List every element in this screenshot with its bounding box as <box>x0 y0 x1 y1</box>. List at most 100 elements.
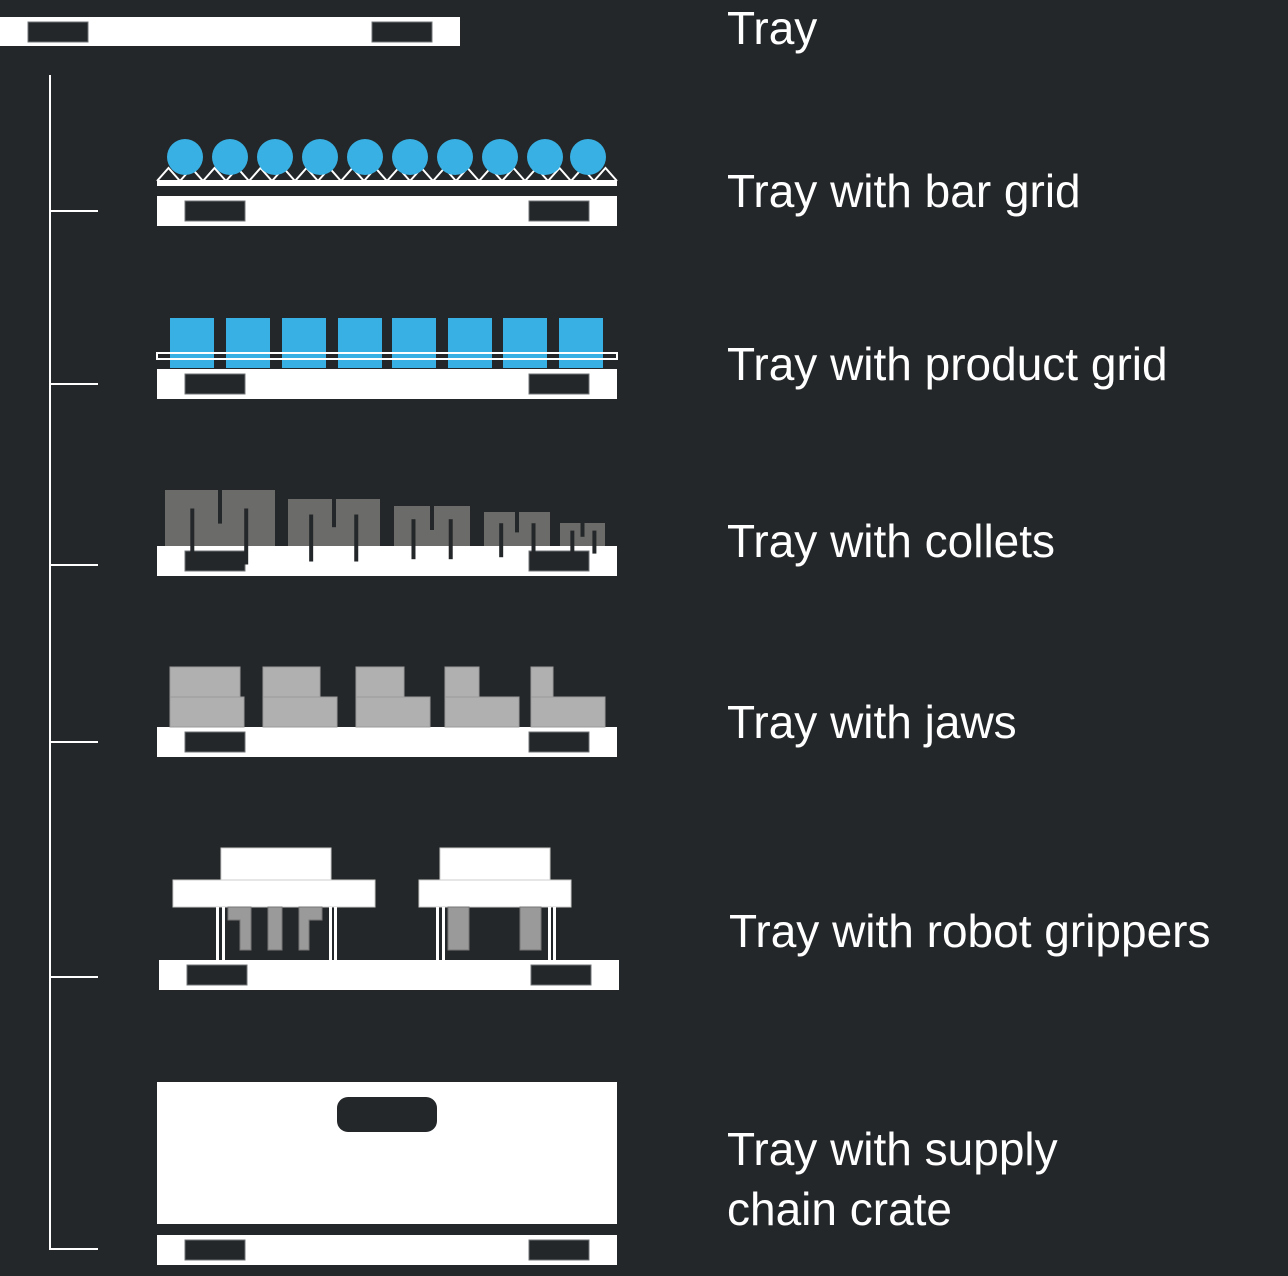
tray-slot <box>530 964 592 986</box>
tray-bases <box>157 196 619 1265</box>
gripper-flange <box>172 879 376 908</box>
tray-slot <box>184 200 246 222</box>
jaw-lower <box>355 696 431 728</box>
bar-grid-plate <box>157 180 617 186</box>
jaw-upper <box>355 666 405 698</box>
label-bar-grid: Tray with bar grid <box>727 165 1081 217</box>
label-jaws: Tray with jaws <box>727 696 1017 748</box>
bar-circle <box>392 139 428 175</box>
gripper-head <box>220 847 332 881</box>
collet-slot <box>515 512 519 533</box>
collet-slot <box>580 523 585 537</box>
jaw <box>262 666 338 728</box>
collet <box>484 512 550 558</box>
gripper-leg <box>442 907 445 960</box>
gripper-finger <box>267 906 283 951</box>
gripper-leg <box>548 907 551 960</box>
jaw <box>530 666 606 728</box>
bar-circle <box>257 139 293 175</box>
tray-slot <box>528 200 590 222</box>
product-grid <box>156 318 618 368</box>
jaw <box>444 666 520 728</box>
bar-circle <box>482 139 518 175</box>
robot-grippers <box>172 847 572 960</box>
collet-slot <box>218 490 222 524</box>
gripper-finger <box>447 906 470 951</box>
collet <box>288 499 380 562</box>
tray-base <box>157 369 617 399</box>
tray-slot <box>184 731 246 753</box>
bar-circle <box>212 139 248 175</box>
collet-slot <box>309 514 314 562</box>
tray-slot <box>186 964 248 986</box>
tray-base <box>157 727 617 757</box>
gripper-leg <box>329 907 332 960</box>
tray-slot <box>528 550 590 572</box>
collet <box>394 506 470 560</box>
bar-grid <box>156 139 618 186</box>
gripper-leg <box>222 907 225 960</box>
jaw-lower <box>262 696 338 728</box>
product-grid-rail <box>156 352 618 360</box>
product-square <box>392 318 436 368</box>
gripper-leg <box>216 907 219 960</box>
tray-slot <box>184 1239 246 1261</box>
label-tray: Tray <box>727 2 817 54</box>
label-collets: Tray with collets <box>727 515 1055 567</box>
gripper-head <box>439 847 551 881</box>
collet <box>165 490 275 565</box>
bar-circle <box>347 139 383 175</box>
label-robot-grippers: Tray with robot grippers <box>729 905 1210 957</box>
jaw-lower <box>530 696 606 728</box>
collet-slot <box>332 499 336 528</box>
tray-slot <box>528 373 590 395</box>
collet-slot <box>499 523 504 558</box>
collet-slot <box>592 530 597 554</box>
collet-slot <box>354 514 359 562</box>
product-square <box>503 318 547 368</box>
product-square <box>226 318 270 368</box>
bar-circle <box>527 139 563 175</box>
robot-gripper <box>418 847 572 960</box>
label-product-grid: Tray with product grid <box>727 338 1168 390</box>
collet-slot <box>448 519 453 560</box>
jaw-upper <box>530 666 554 698</box>
bar-circle <box>570 139 606 175</box>
collet-slot <box>190 508 195 565</box>
jaw-upper <box>444 666 480 698</box>
hierarchy-connector <box>49 75 98 1250</box>
collet-slot <box>244 508 249 565</box>
jaw <box>355 666 431 728</box>
gripper-leg <box>553 907 556 960</box>
gripper-finger <box>519 906 542 951</box>
gripper-flange <box>418 879 572 908</box>
collet-slot <box>411 519 416 560</box>
product-square <box>448 318 492 368</box>
product-square <box>559 318 603 368</box>
tray-slot <box>184 373 246 395</box>
crate-handle <box>337 1097 437 1132</box>
collet <box>560 523 605 554</box>
jaw-upper <box>169 666 241 698</box>
jaws <box>169 666 606 728</box>
bar-circle <box>437 139 473 175</box>
label-supply-line1: Tray with supply <box>727 1123 1058 1175</box>
collet-slot <box>531 523 536 558</box>
tray-base <box>157 1235 617 1265</box>
tray-slot <box>528 1239 590 1261</box>
collet-slot <box>430 506 434 530</box>
supply-chain-crate <box>157 1082 617 1224</box>
tray-base <box>0 17 460 46</box>
collets <box>165 490 605 565</box>
label-supply-line2: chain crate <box>727 1183 952 1235</box>
jaw-upper <box>262 666 321 698</box>
product-square <box>282 318 326 368</box>
collet-slot <box>570 530 575 554</box>
tray-slot <box>528 731 590 753</box>
jaw <box>169 666 245 728</box>
product-square <box>338 318 382 368</box>
gripper-finger <box>227 906 252 951</box>
gripper-leg <box>436 907 439 960</box>
product-square <box>170 318 214 368</box>
